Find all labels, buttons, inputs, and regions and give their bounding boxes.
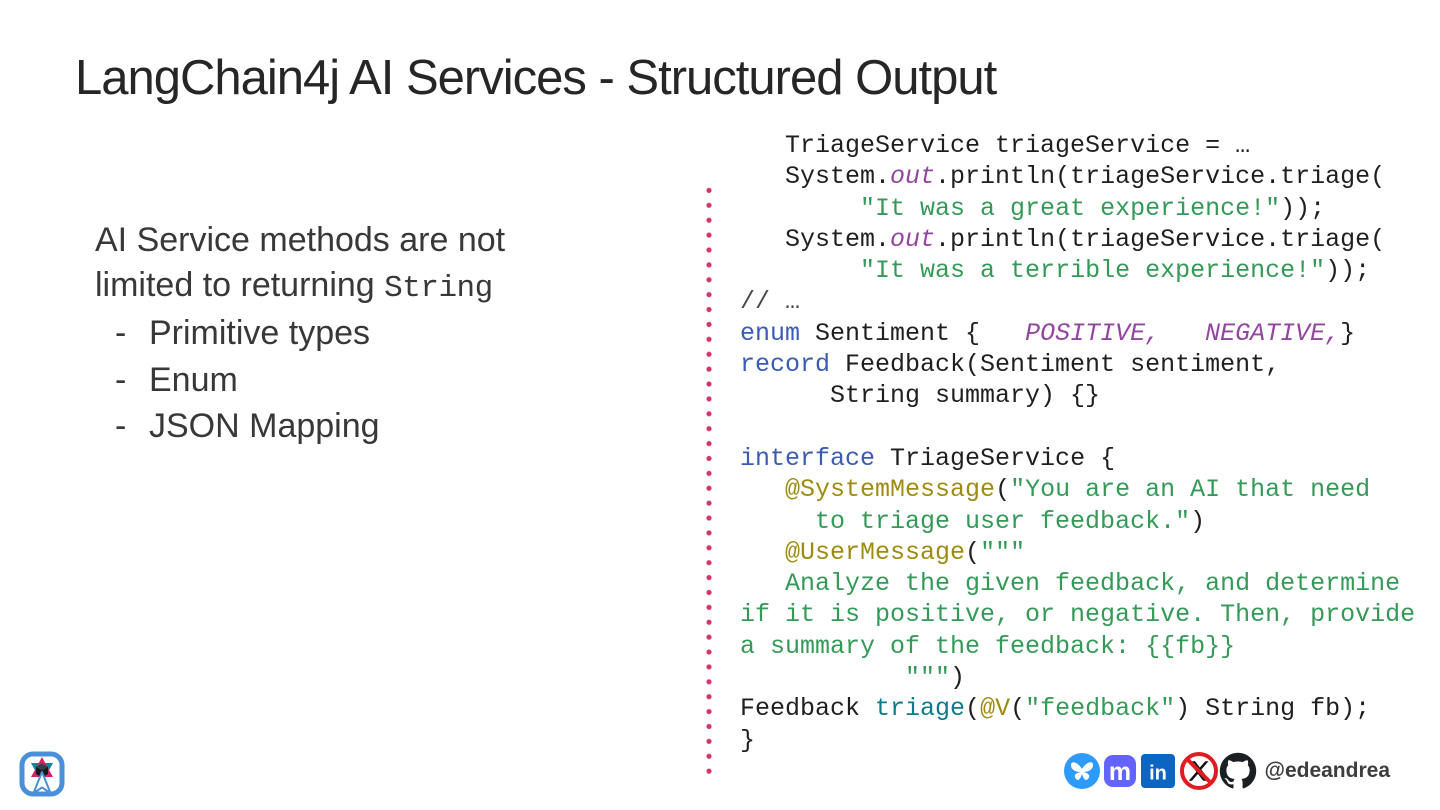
code-line: """) [905,663,966,693]
bullet-marker: - [115,314,127,352]
intro-line1: AI Service methods are not [95,221,506,259]
code-line: "It was a terrible experience!")); [860,256,1371,286]
code-line: // … [740,287,801,317]
code-block: TriageService triageService = … System.o… [740,130,1415,756]
linkedin-icon[interactable]: in [1140,753,1176,789]
mastodon-icon[interactable]: m [1102,753,1138,789]
code-line: Feedback triage(@V("feedback") String fb… [740,694,1371,724]
code-line: a summary of the feedback: {{fb}} [740,631,1236,661]
cube-star-logo [18,750,66,798]
list-item: - Primitive types [98,310,380,357]
intro-line2: limited to returning [95,266,385,304]
code-line: @UserMessage(""" [785,537,1026,567]
code-line: String summary) {} [740,381,1101,411]
list-item: - Enum [98,357,380,404]
code-line: System.out.println(triageService.triage( [740,224,1386,254]
code-line: System.out.println(triageService.triage( [740,162,1386,192]
cube-star-logo-graphic [19,751,65,797]
x-crossed-icon[interactable] [1176,748,1222,794]
code-line: if it is positive, or negative. Then, pr… [740,600,1416,630]
code-line: enum Sentiment { POSITIVE, NEGATIVE,} [740,318,1356,348]
page-title: LangChain4j AI Services - Structured Out… [75,51,997,105]
code-line: @SystemMessage("You are an AI that need [785,475,1371,505]
code-line: } [740,725,756,755]
bluesky-icon[interactable] [1064,753,1101,789]
inline-code-string: String [384,271,493,306]
social-handle: @edeandrea [1264,759,1390,782]
code-line: Analyze the given feedback, and determin… [740,569,1401,599]
code-line: interface TriageService { [740,443,1116,473]
code-line: record Feedback(Sentiment sentiment, [740,350,1281,380]
code-line: "It was a great experience!")); [860,193,1326,223]
bullet-label: Enum [149,360,238,399]
list-item: - JSON Mapping [98,403,380,450]
bullet-label: Primitive types [149,314,371,352]
code-line: TriageService triageService = … [740,131,1251,160]
code-line [740,412,1415,443]
social-bar: m in @edeandrea [1064,748,1390,794]
code-line: to triage user feedback.") [815,506,1206,536]
dotted-separator [706,183,712,779]
bullet-label: JSON Mapping [149,407,380,445]
bullet-marker: - [115,407,127,445]
svg-text:in: in [1150,763,1168,785]
bullet-list: - Primitive types - Enum - JSON Mapping [98,310,380,450]
bullet-marker: - [115,360,127,399]
svg-text:m: m [1109,758,1131,786]
github-icon[interactable] [1219,752,1257,790]
intro-text: AI Service methods are not limited to ret… [95,218,695,311]
